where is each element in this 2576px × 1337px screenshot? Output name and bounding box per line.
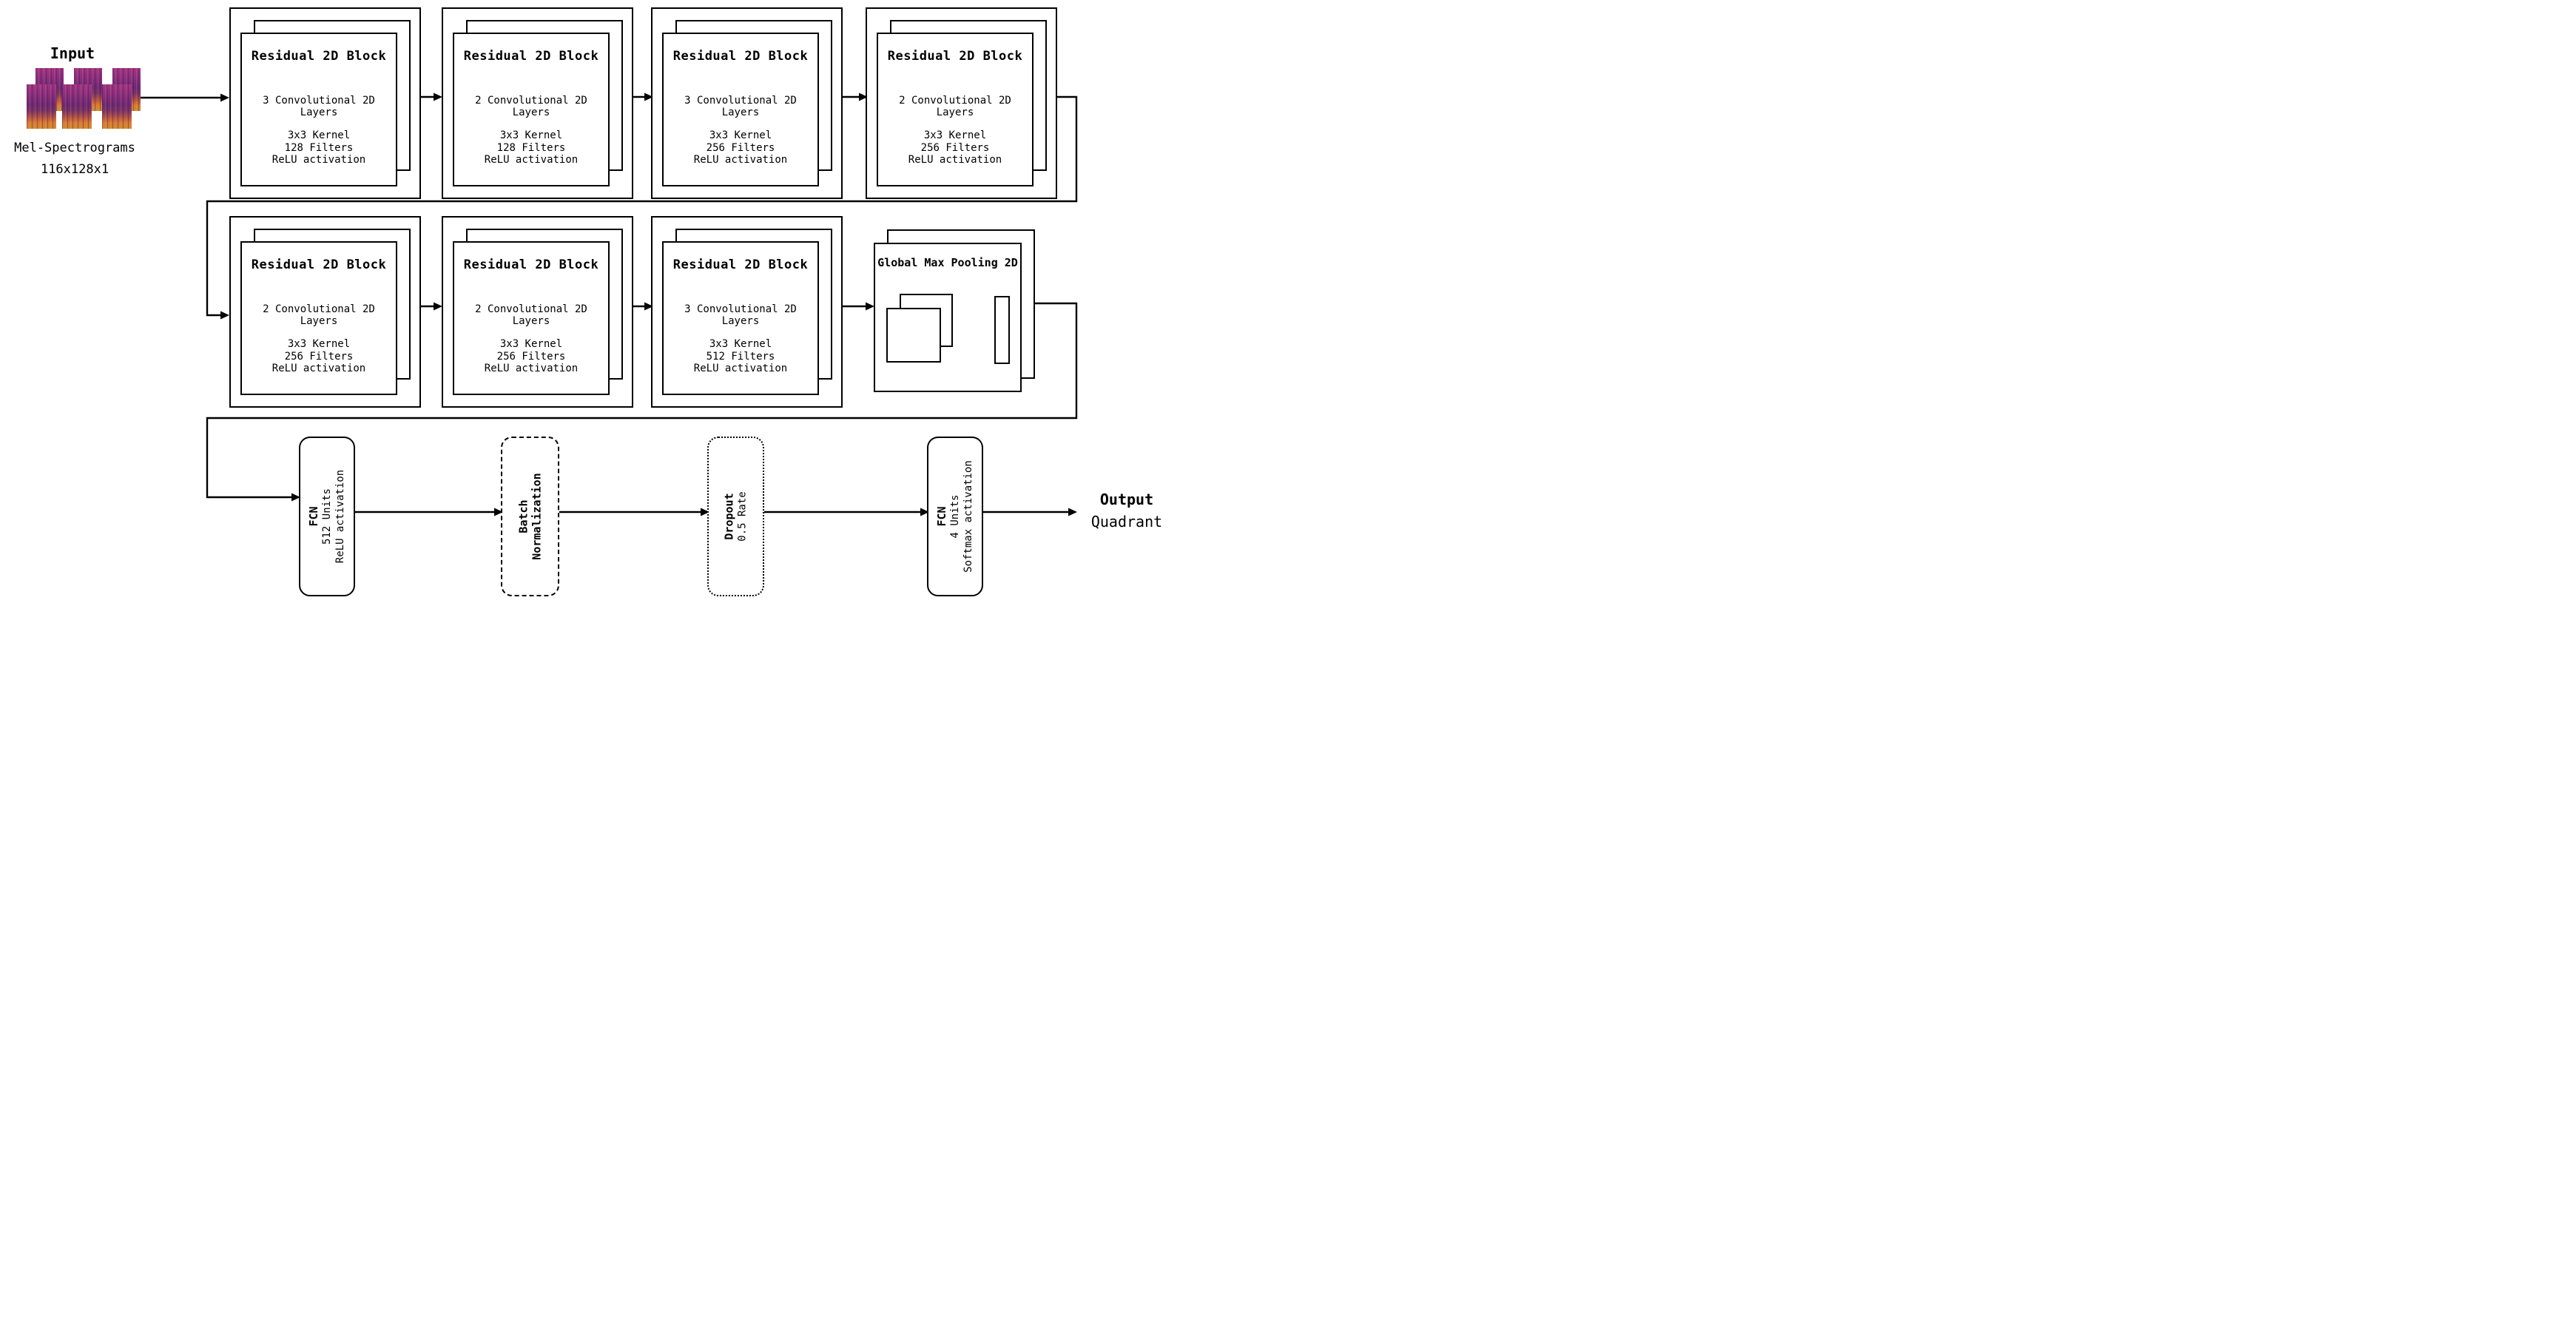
- block-title: Residual 2D Block: [672, 49, 809, 64]
- block-kernel: 3x3 Kernel: [287, 129, 351, 141]
- block-filters: 256 Filters: [496, 350, 566, 363]
- output-label: Output: [1099, 491, 1154, 508]
- spectrogram-thumbnail: [62, 84, 92, 129]
- block-filters: 256 Filters: [920, 141, 990, 154]
- block-specs: 3x3 Kernel 256 Filters ReLU activation: [454, 338, 608, 375]
- spectrogram-thumbnail: [102, 84, 132, 129]
- block-layers: 2 Convolutional 2D Layers: [263, 303, 375, 327]
- block-title: Residual 2D Block: [463, 257, 599, 272]
- fcn1-box: FCN 512 Units ReLU activation: [299, 437, 355, 596]
- global-pooling-title: Global Max Pooling 2D: [877, 256, 1018, 269]
- input-label: Input: [50, 44, 95, 62]
- input-shape: 116x128x1: [40, 162, 109, 177]
- block-activation: ReLU activation: [484, 363, 579, 374]
- fcn2-activation: Softmax activation: [962, 460, 974, 573]
- batch-normalization-box: Batch Normalization: [501, 437, 559, 596]
- stacked-card-front: Residual 2D Block 3 Convolutional 2D Lay…: [662, 241, 819, 395]
- block-activation: ReLU activation: [272, 154, 366, 166]
- stacked-card-front: Residual 2D Block 2 Convolutional 2D Lay…: [240, 241, 397, 395]
- block-filters: 512 Filters: [706, 350, 775, 363]
- block-kernel: 3x3 Kernel: [499, 129, 563, 141]
- block-specs: 3x3 Kernel 256 Filters ReLU activation: [242, 338, 396, 375]
- block-specs: 3x3 Kernel 256 Filters ReLU activation: [664, 129, 817, 166]
- residual-block-7: Residual 2D Block 3 Convolutional 2D Lay…: [651, 216, 843, 408]
- fcn1-activation: ReLU activation: [334, 469, 346, 564]
- block-kernel: 3x3 Kernel: [709, 338, 772, 350]
- residual-block-3: Residual 2D Block 3 Convolutional 2D Lay…: [651, 7, 843, 199]
- dropout-text-wrap: Dropout 0.5 Rate: [709, 438, 763, 595]
- pooling-feature-map-front-icon: [886, 308, 941, 363]
- block-filters: 256 Filters: [706, 141, 775, 154]
- dropout-title: Dropout: [722, 493, 736, 540]
- stacked-card-front: Residual 2D Block 2 Convolutional 2D Lay…: [877, 33, 1034, 186]
- block-filters: 256 Filters: [284, 350, 354, 363]
- batch-normalization-text-wrap: Batch Normalization: [502, 438, 558, 595]
- block-activation: ReLU activation: [484, 154, 579, 166]
- block-layers: 2 Convolutional 2D Layers: [475, 95, 587, 118]
- fcn2-box: FCN 4 Units Softmax activation: [927, 437, 983, 596]
- fcn1-text: FCN 512 Units ReLU activation: [307, 470, 347, 563]
- stacked-card-front: Residual 2D Block 3 Convolutional 2D Lay…: [240, 33, 397, 186]
- block-kernel: 3x3 Kernel: [499, 338, 563, 350]
- block-kernel: 3x3 Kernel: [287, 338, 351, 350]
- block-title: Residual 2D Block: [251, 49, 387, 64]
- block-filters: 128 Filters: [284, 141, 354, 154]
- block-specs: 3x3 Kernel 512 Filters ReLU activation: [664, 338, 817, 375]
- residual-block-6: Residual 2D Block 2 Convolutional 2D Lay…: [442, 216, 633, 408]
- dropout-text: Dropout 0.5 Rate: [723, 491, 749, 541]
- block-title: Residual 2D Block: [463, 49, 599, 64]
- batch-normalization-text: Batch Normalization: [517, 473, 544, 559]
- input-caption: Mel-Spectrograms: [14, 141, 135, 155]
- fcn1-title: FCN: [307, 506, 320, 527]
- stacked-card-front: Residual 2D Block 3 Convolutional 2D Lay…: [662, 33, 819, 186]
- output-subtitle: Quadrant: [1090, 513, 1163, 531]
- dropout-rate: 0.5 Rate: [736, 491, 749, 542]
- block-title: Residual 2D Block: [251, 257, 387, 272]
- spectrogram-thumbnail: [27, 84, 56, 129]
- block-activation: ReLU activation: [272, 363, 366, 374]
- fcn1-units: 512 Units: [321, 488, 333, 545]
- residual-block-4: Residual 2D Block 2 Convolutional 2D Lay…: [866, 7, 1057, 199]
- block-filters: 128 Filters: [496, 141, 566, 154]
- block-activation: ReLU activation: [693, 363, 788, 374]
- dropout-box: Dropout 0.5 Rate: [707, 437, 764, 596]
- block-title: Residual 2D Block: [672, 257, 809, 272]
- block-layers: 2 Convolutional 2D Layers: [899, 95, 1011, 118]
- block-layers: 3 Convolutional 2D Layers: [263, 95, 375, 118]
- block-layers: 2 Convolutional 2D Layers: [475, 303, 587, 327]
- fcn2-text: FCN 4 Units Softmax activation: [935, 460, 975, 573]
- batch-normalization-line2: Normalization: [530, 473, 544, 560]
- stacked-card-front: Residual 2D Block 2 Convolutional 2D Lay…: [453, 33, 610, 186]
- pooling-vector-icon: [994, 296, 1010, 364]
- block-kernel: 3x3 Kernel: [709, 129, 772, 141]
- block-kernel: 3x3 Kernel: [923, 129, 987, 141]
- block-activation: ReLU activation: [693, 154, 788, 166]
- block-specs: 3x3 Kernel 128 Filters ReLU activation: [454, 129, 608, 166]
- architecture-diagram: { "diagram": { "input": { "title": "Inpu…: [0, 0, 1162, 602]
- block-title: Residual 2D Block: [887, 49, 1023, 64]
- stacked-card-front: Residual 2D Block 2 Convolutional 2D Lay…: [453, 241, 610, 395]
- block-specs: 3x3 Kernel 128 Filters ReLU activation: [242, 129, 396, 166]
- block-activation: ReLU activation: [908, 154, 1002, 166]
- residual-block-2: Residual 2D Block 2 Convolutional 2D Lay…: [442, 7, 633, 199]
- fcn1-text-wrap: FCN 512 Units ReLU activation: [300, 438, 354, 595]
- block-specs: 3x3 Kernel 256 Filters ReLU activation: [878, 129, 1032, 166]
- block-layers: 3 Convolutional 2D Layers: [684, 95, 797, 118]
- fcn2-text-wrap: FCN 4 Units Softmax activation: [928, 438, 982, 595]
- residual-block-1: Residual 2D Block 3 Convolutional 2D Lay…: [229, 7, 421, 199]
- batch-normalization-line1: Batch: [516, 499, 530, 533]
- block-layers: 3 Convolutional 2D Layers: [684, 303, 797, 327]
- residual-block-5: Residual 2D Block 2 Convolutional 2D Lay…: [229, 216, 421, 408]
- fcn2-title: FCN: [935, 506, 948, 527]
- fcn2-units: 4 Units: [949, 494, 961, 539]
